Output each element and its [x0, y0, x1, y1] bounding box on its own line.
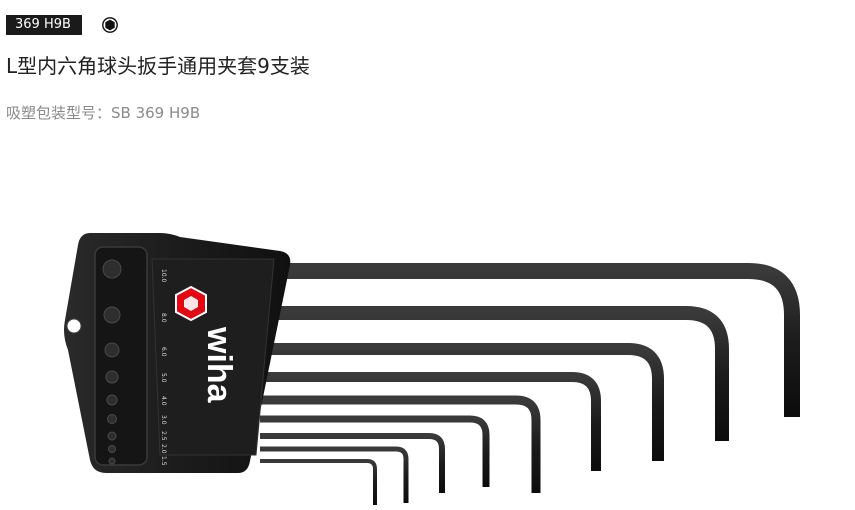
hex-key-8 [260, 306, 729, 441]
size-label: 10.0 [160, 269, 167, 283]
hex-key-6 [260, 343, 664, 461]
hex-key-5 [260, 372, 601, 471]
hex-key-2-5 [260, 433, 445, 493]
size-labels: 10.0 8.0 6.0 5.0 4.0 3.0 2.5 2.0 1.5 [160, 269, 167, 466]
hexagon-socket-icon [102, 17, 118, 33]
hex-key-2 [260, 446, 409, 503]
packaging-line: 吸塑包装型号：SB 369 H9B [6, 102, 200, 123]
size-label: 6.0 [160, 347, 167, 357]
size-label: 2.0 [160, 444, 167, 454]
model-badge: 369 H9B [6, 15, 82, 35]
product-image: wiha 10.0 8.0 6.0 5.0 4.0 3.0 2.5 2.0 1.… [64, 233, 800, 505]
product-title: L型内六角球头扳手通用夹套9支装 [6, 54, 310, 78]
size-label: 2.5 [160, 431, 167, 441]
key-holder: wiha 10.0 8.0 6.0 5.0 4.0 3.0 2.5 2.0 1.… [64, 233, 291, 473]
packaging-label: 吸塑包装型号： [6, 104, 112, 122]
size-label: 1.5 [160, 456, 167, 466]
hex-key-1-5 [260, 459, 377, 505]
size-label: 4.0 [160, 396, 167, 406]
packaging-model: SB 369 H9B [111, 104, 201, 122]
size-label: 8.0 [160, 313, 167, 323]
header-row: 369 H9B [6, 14, 118, 36]
size-label: 5.0 [160, 373, 167, 383]
hex-key-3 [260, 415, 490, 487]
hex-key-set [260, 263, 800, 505]
hex-key-4 [260, 395, 541, 493]
size-label: 3.0 [160, 415, 167, 425]
hanger-hole [66, 318, 82, 334]
brand-wordmark: wiha [200, 326, 238, 404]
hex-key-10 [260, 263, 800, 417]
